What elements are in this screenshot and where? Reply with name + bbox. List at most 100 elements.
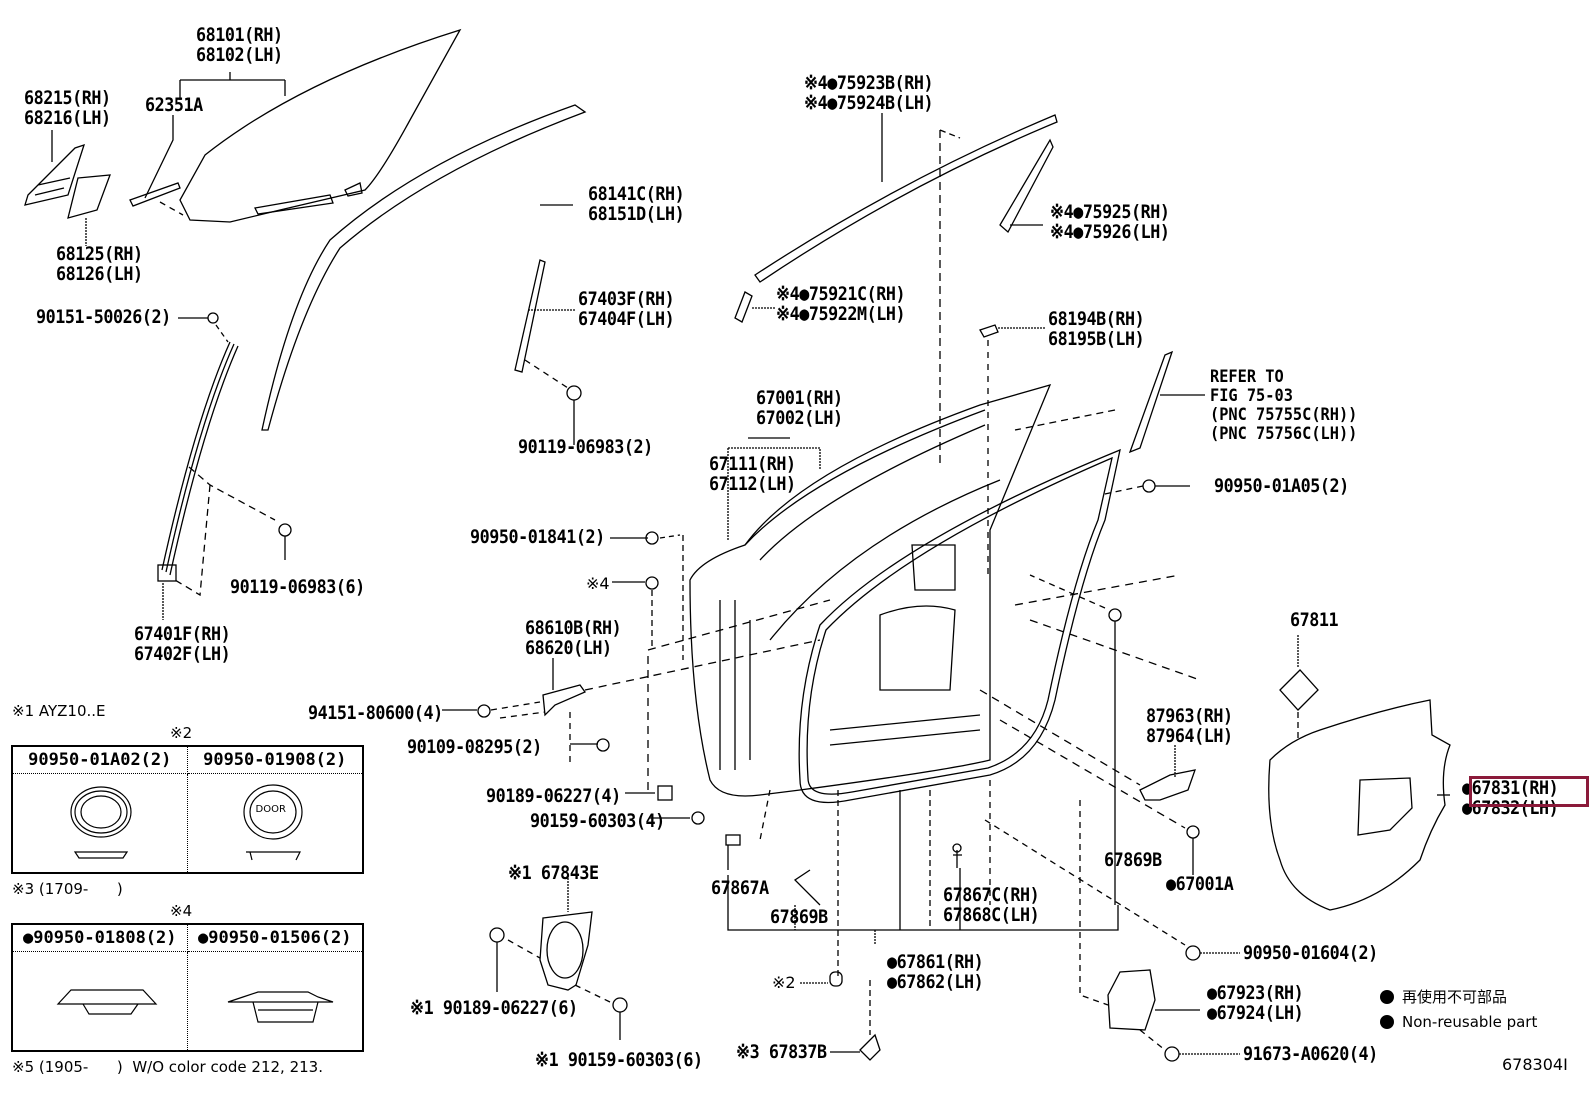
part-number: 67403F(RH) — [578, 288, 675, 310]
callout-molding-end[interactable]: ※4●75921C(RH)※4●75922M(LH) — [776, 283, 906, 324]
glass-channel-part — [129, 182, 181, 207]
table4-header-a: ●90950-01808(2) — [13, 925, 188, 952]
part-number: 94151-80600(4) — [308, 702, 443, 724]
part-number: 68125(RH) — [56, 243, 143, 265]
door-panel-part[interactable] — [689, 384, 1052, 797]
plug-table-4: ●90950-01808(2) ●90950-01506(2) — [11, 923, 364, 1052]
speaker-cover-part[interactable] — [539, 911, 593, 991]
leader-window-glass — [179, 72, 286, 100]
part-number: ●67923(RH) — [1207, 982, 1304, 1004]
part-number: 90950-01604(2) — [1243, 942, 1378, 964]
callout-speaker-cover[interactable]: ※1 67843E — [508, 863, 599, 883]
part-number: 90950-01A05(2) — [1214, 475, 1349, 497]
part-number: ※4●75926(LH) — [1050, 221, 1170, 243]
callout-screw-90159-6[interactable]: ※1 90159-60303(6) — [535, 1050, 703, 1070]
callout-bolt-90119-6[interactable]: 90119-06983(6) — [230, 577, 365, 597]
callout-cover-67923[interactable]: ●67923(RH)●67924(LH) — [1207, 982, 1304, 1023]
callout-rear-sash[interactable]: 67403F(RH)67404F(LH) — [578, 288, 675, 330]
legend-item-jp: 再使用不可部品 — [1380, 985, 1537, 1010]
table2-header-b: 90950-01908(2) — [187, 747, 362, 774]
callout-run-channel[interactable]: 68141C(RH)68151D(LH) — [588, 183, 685, 224]
table2-header-a: 90950-01A02(2) — [13, 747, 188, 774]
callout-screw-90159-4[interactable]: 90159-60303(4) — [530, 811, 665, 831]
callout-bolt-90119-2[interactable]: 90119-06983(2) — [518, 437, 653, 457]
part-number: 67112(LH) — [709, 473, 796, 495]
part-number: 87964(LH) — [1146, 725, 1233, 747]
callout-window-glass[interactable]: 68101(RH)68102(LH) — [196, 25, 283, 65]
figure-id: 678304I — [1502, 1055, 1568, 1074]
callout-clip-67869b-left[interactable]: 67869B — [770, 907, 828, 927]
bullet-icon — [1380, 1015, 1394, 1029]
callout-clip-67869b-right[interactable]: 67869B — [1104, 850, 1162, 870]
part-number: 67867C(RH) — [943, 884, 1040, 906]
table4-header-b: ●90950-01506(2) — [187, 925, 362, 952]
callout-plug-01a05[interactable]: 90950-01A05(2) — [1214, 476, 1349, 496]
reference-garnish-part — [1128, 350, 1174, 454]
part-number: 67402F(LH) — [134, 643, 231, 665]
callout-plug-note4[interactable]: ※4 — [586, 574, 610, 593]
callout-cushion-67001a[interactable]: ●67001A — [1166, 873, 1234, 895]
callout-clip-67867a[interactable]: 67867A — [711, 878, 769, 898]
front-sash-part — [161, 341, 239, 576]
callout-screw-91673[interactable]: 91673-A0620(4) — [1243, 1044, 1378, 1064]
belt-molding-part — [754, 114, 1058, 283]
plug-table-2: 90950-01A02(2) 90950-01908(2) DOOR — [11, 745, 364, 874]
callout-plug-01604[interactable]: 90950-01604(2) — [1243, 943, 1378, 963]
callout-glass-channel[interactable]: 62351A — [145, 95, 203, 115]
part-number: 68126(LH) — [56, 263, 143, 285]
callout-clip-90189-6[interactable]: ※1 90189-06227(6) — [410, 998, 578, 1018]
highlight-box — [1469, 776, 1589, 807]
callout-front-sash[interactable]: 67401F(RH)67402F(LH) — [134, 624, 231, 665]
part-number: 68101(RH) — [196, 24, 283, 46]
part-number: ※3 67837B — [736, 1041, 827, 1063]
callout-seal-cover[interactable]: 67811 — [1290, 610, 1339, 630]
table4-plug-image-a — [13, 952, 188, 1050]
part-number: 67867A — [711, 877, 769, 899]
callout-quarter-glass[interactable]: 68125(RH)68126(LH) — [56, 244, 143, 284]
callout-service-hole-cover[interactable]: ●67831(RH)●67832(LH) — [1462, 778, 1559, 819]
part-number: ●67832(LH) — [1462, 797, 1559, 819]
callout-clip-67837b[interactable]: ※3 67837B — [736, 1042, 827, 1062]
callout-quarter-trim[interactable]: 68215(RH)68216(LH) — [24, 88, 111, 128]
part-number: 68215(RH) — [24, 87, 111, 109]
part-number: 90189-06227(4) — [486, 785, 621, 807]
part-number: 67404F(LH) — [578, 308, 675, 330]
part-number: 90119-06983(2) — [518, 436, 653, 458]
weatherstrip-part — [798, 448, 1121, 804]
grommet-part — [1139, 769, 1196, 801]
part-number: 90109-08295(2) — [407, 736, 542, 758]
cover-67923-part — [1107, 969, 1156, 1031]
callout-outer-panel[interactable]: 67111(RH)67112(LH) — [709, 454, 796, 494]
bullet-icon — [1380, 990, 1394, 1004]
reference-line: (PNC 75755C(RH)) — [1210, 405, 1358, 425]
callout-belt-molding[interactable]: ※4●75923B(RH)※4●75924B(LH) — [804, 73, 934, 113]
table2-plug-image-b: DOOR — [188, 774, 363, 872]
part-number: 67111(RH) — [709, 453, 796, 475]
part-number: ※4●75921C(RH) — [776, 283, 906, 305]
service-hole-cover-part[interactable] — [1268, 699, 1451, 911]
part-number: 68610B(RH) — [525, 617, 622, 639]
callout-clip-67867c[interactable]: 67867C(RH)67868C(LH) — [943, 884, 1040, 925]
callout-clip-90189-4[interactable]: 90189-06227(4) — [486, 786, 621, 806]
callout-nut-94151[interactable]: 94151-80600(4) — [308, 703, 443, 723]
run-channel-part — [261, 104, 587, 431]
part-number: ●67861(RH) — [887, 951, 984, 973]
part-number: 68141C(RH) — [588, 183, 685, 205]
callout-bolt-90109[interactable]: 90109-08295(2) — [407, 737, 542, 757]
callout-note2[interactable]: ※2 — [772, 973, 796, 992]
part-number: ●67001A — [1166, 873, 1234, 895]
callout-stopper[interactable]: 68194B(RH)68195B(LH) — [1048, 309, 1145, 349]
part-number: 90151-50026(2) — [36, 306, 171, 328]
reference-line: (PNC 75756C(LH)) — [1210, 424, 1358, 444]
callout-pillar-garnish[interactable]: ※4●75925(RH)※4●75926(LH) — [1050, 202, 1170, 243]
table4-plug-image-b — [188, 952, 363, 1050]
callout-plug-01841[interactable]: 90950-01841(2) — [470, 527, 605, 547]
callout-grommet[interactable]: 87963(RH)87964(LH) — [1146, 706, 1233, 746]
callout-door-panel[interactable]: 67001(RH)67002(LH) — [756, 388, 843, 428]
part-number: 87963(RH) — [1146, 705, 1233, 727]
callout-check-arm[interactable]: 68610B(RH)68620(LH) — [525, 617, 622, 658]
quarter-glass-part — [67, 174, 111, 219]
callout-weatherstrip[interactable]: ●67861(RH)●67862(LH) — [887, 951, 984, 992]
callout-screw-90151[interactable]: 90151-50026(2) — [36, 307, 171, 327]
window-glass-part[interactable] — [179, 28, 462, 223]
